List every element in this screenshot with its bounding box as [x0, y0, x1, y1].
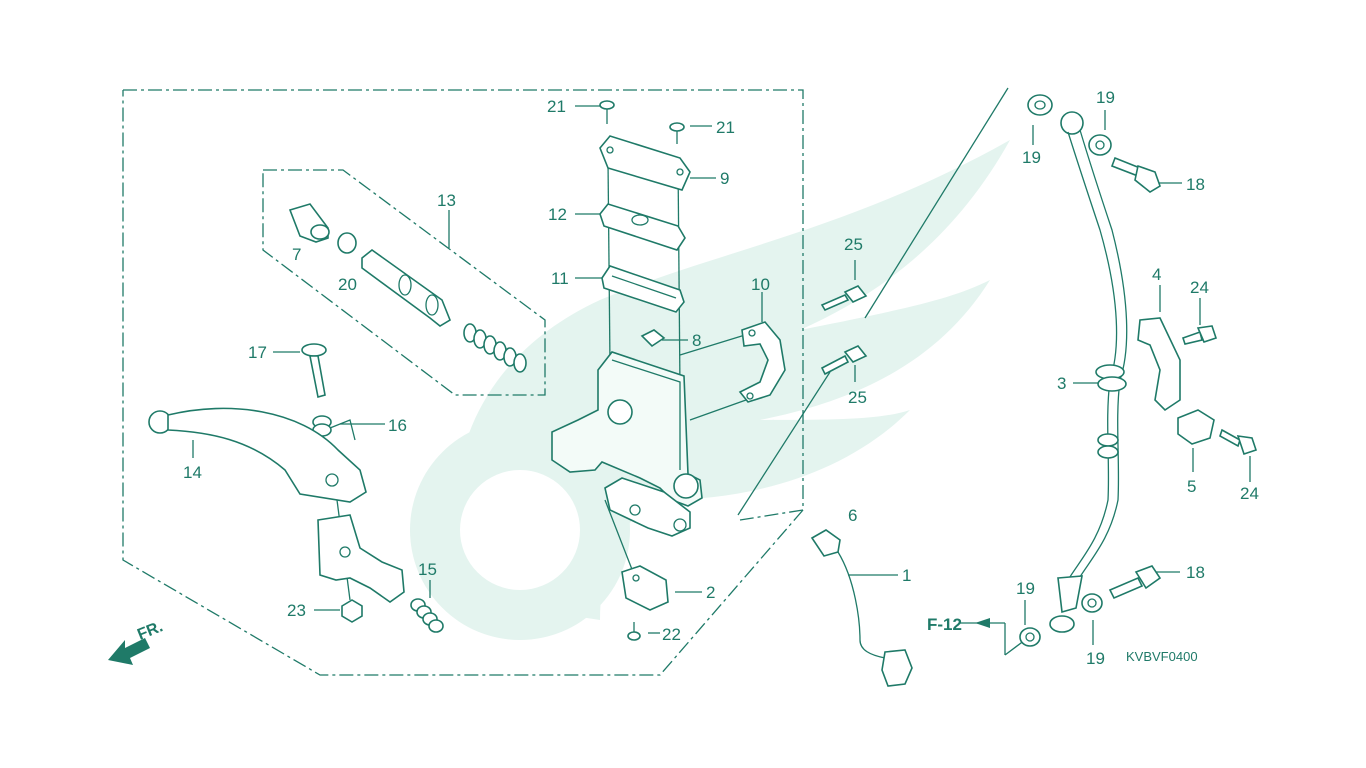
callout-24: 24: [1240, 484, 1259, 503]
part-washer-19-top-right: [1088, 134, 1112, 156]
part-spring-16: [312, 415, 356, 441]
callout-21: 21: [716, 118, 735, 137]
callout-15: 15: [418, 560, 437, 579]
part-set-plate-12: [599, 203, 686, 251]
part-bolt-24-lower: [1219, 428, 1258, 456]
part-oil-bolt-18-bottom: [1108, 565, 1162, 600]
front-direction-arrow[interactable]: FR.: [108, 618, 165, 665]
part-piston-boot-7: [288, 203, 330, 243]
callout-25: 25: [844, 235, 863, 254]
part-piston-set-13: [361, 248, 451, 327]
part-reservoir-cap-9: [599, 135, 691, 191]
part-brake-hose-3: [1049, 111, 1128, 633]
callout-2: 2: [706, 583, 715, 602]
callout-20: 20: [338, 275, 357, 294]
part-bolt-24-upper: [1181, 325, 1218, 345]
callout-3: 3: [1057, 374, 1066, 393]
callout-19: 19: [1022, 148, 1041, 167]
part-brake-lever-14: [148, 407, 367, 503]
callout-1: 1: [902, 566, 911, 585]
callout-25: 25: [848, 388, 867, 407]
callout-19: 19: [1016, 579, 1035, 598]
part-holder-10: [738, 321, 786, 403]
callout-10: 10: [751, 275, 770, 294]
callout-16: 16: [388, 416, 407, 435]
part-diaphragm-11: [601, 265, 685, 313]
callout-5: 5: [1187, 477, 1196, 496]
callout-21: 21: [547, 97, 566, 116]
callout-19: 19: [1096, 88, 1115, 107]
part-oil-bolt-18-top: [1110, 156, 1161, 193]
watermark-wing-logo: [410, 140, 1010, 640]
part-pivot-bolt-17: [301, 343, 327, 399]
diagram-code: KVBVF0400: [1126, 649, 1198, 664]
callout-23: 23: [287, 601, 306, 620]
callout-11: 11: [551, 269, 569, 288]
part-screw-22: [627, 622, 641, 641]
callout-13: 13: [437, 191, 456, 210]
part-reservoir-cap-screw-21a: [599, 100, 615, 124]
callout-9: 9: [720, 169, 729, 188]
callout-7: 7: [292, 245, 301, 264]
part-brake-switch-2: [621, 565, 669, 611]
part-holder-bolt-25a: [820, 285, 868, 312]
callout-18: 18: [1186, 175, 1205, 194]
callout-14: 14: [183, 463, 202, 482]
part-reservoir-cap-screw-21b: [669, 122, 685, 144]
part-hose-guide-5: [1177, 409, 1215, 445]
callout-22: 22: [662, 625, 681, 644]
reference-f12-link[interactable]: F-12: [927, 615, 962, 634]
part-holder-bolt-25b: [820, 345, 868, 376]
callout-17: 17: [248, 343, 267, 362]
direction-label: FR.: [135, 618, 165, 643]
assembly-boundary: [122, 89, 804, 676]
callout-labels: 21 21 9 12 11 8 10 13 7 20 17 16 14 15 2…: [183, 88, 1259, 668]
part-circlip-20: [337, 232, 357, 254]
callout-8: 8: [692, 331, 701, 350]
callout-18: 18: [1186, 563, 1205, 582]
part-spring-15: [410, 598, 444, 633]
callout-12: 12: [548, 205, 567, 224]
part-washer-19-bottom-right: [1081, 593, 1103, 613]
reference-arrow-icon: [975, 618, 990, 628]
part-washer-19-bottom-left: [1019, 627, 1041, 647]
arrow-icon: [108, 638, 150, 665]
part-washer-19-top-left: [1027, 94, 1053, 116]
part-switch-wire-1: [810, 529, 913, 687]
part-hose-clamp-4: [1137, 317, 1181, 412]
part-lever-bracket: [317, 514, 405, 603]
callout-6: 6: [848, 506, 857, 525]
leader-lines: [192, 87, 1251, 656]
part-master-cylinder-body-6: [551, 351, 703, 537]
callout-19: 19: [1086, 649, 1105, 668]
part-float-8: [640, 329, 666, 348]
callout-24: 24: [1190, 278, 1209, 297]
callout-4: 4: [1152, 265, 1161, 284]
part-spring-13: [463, 323, 527, 373]
part-nut-23: [341, 599, 363, 623]
